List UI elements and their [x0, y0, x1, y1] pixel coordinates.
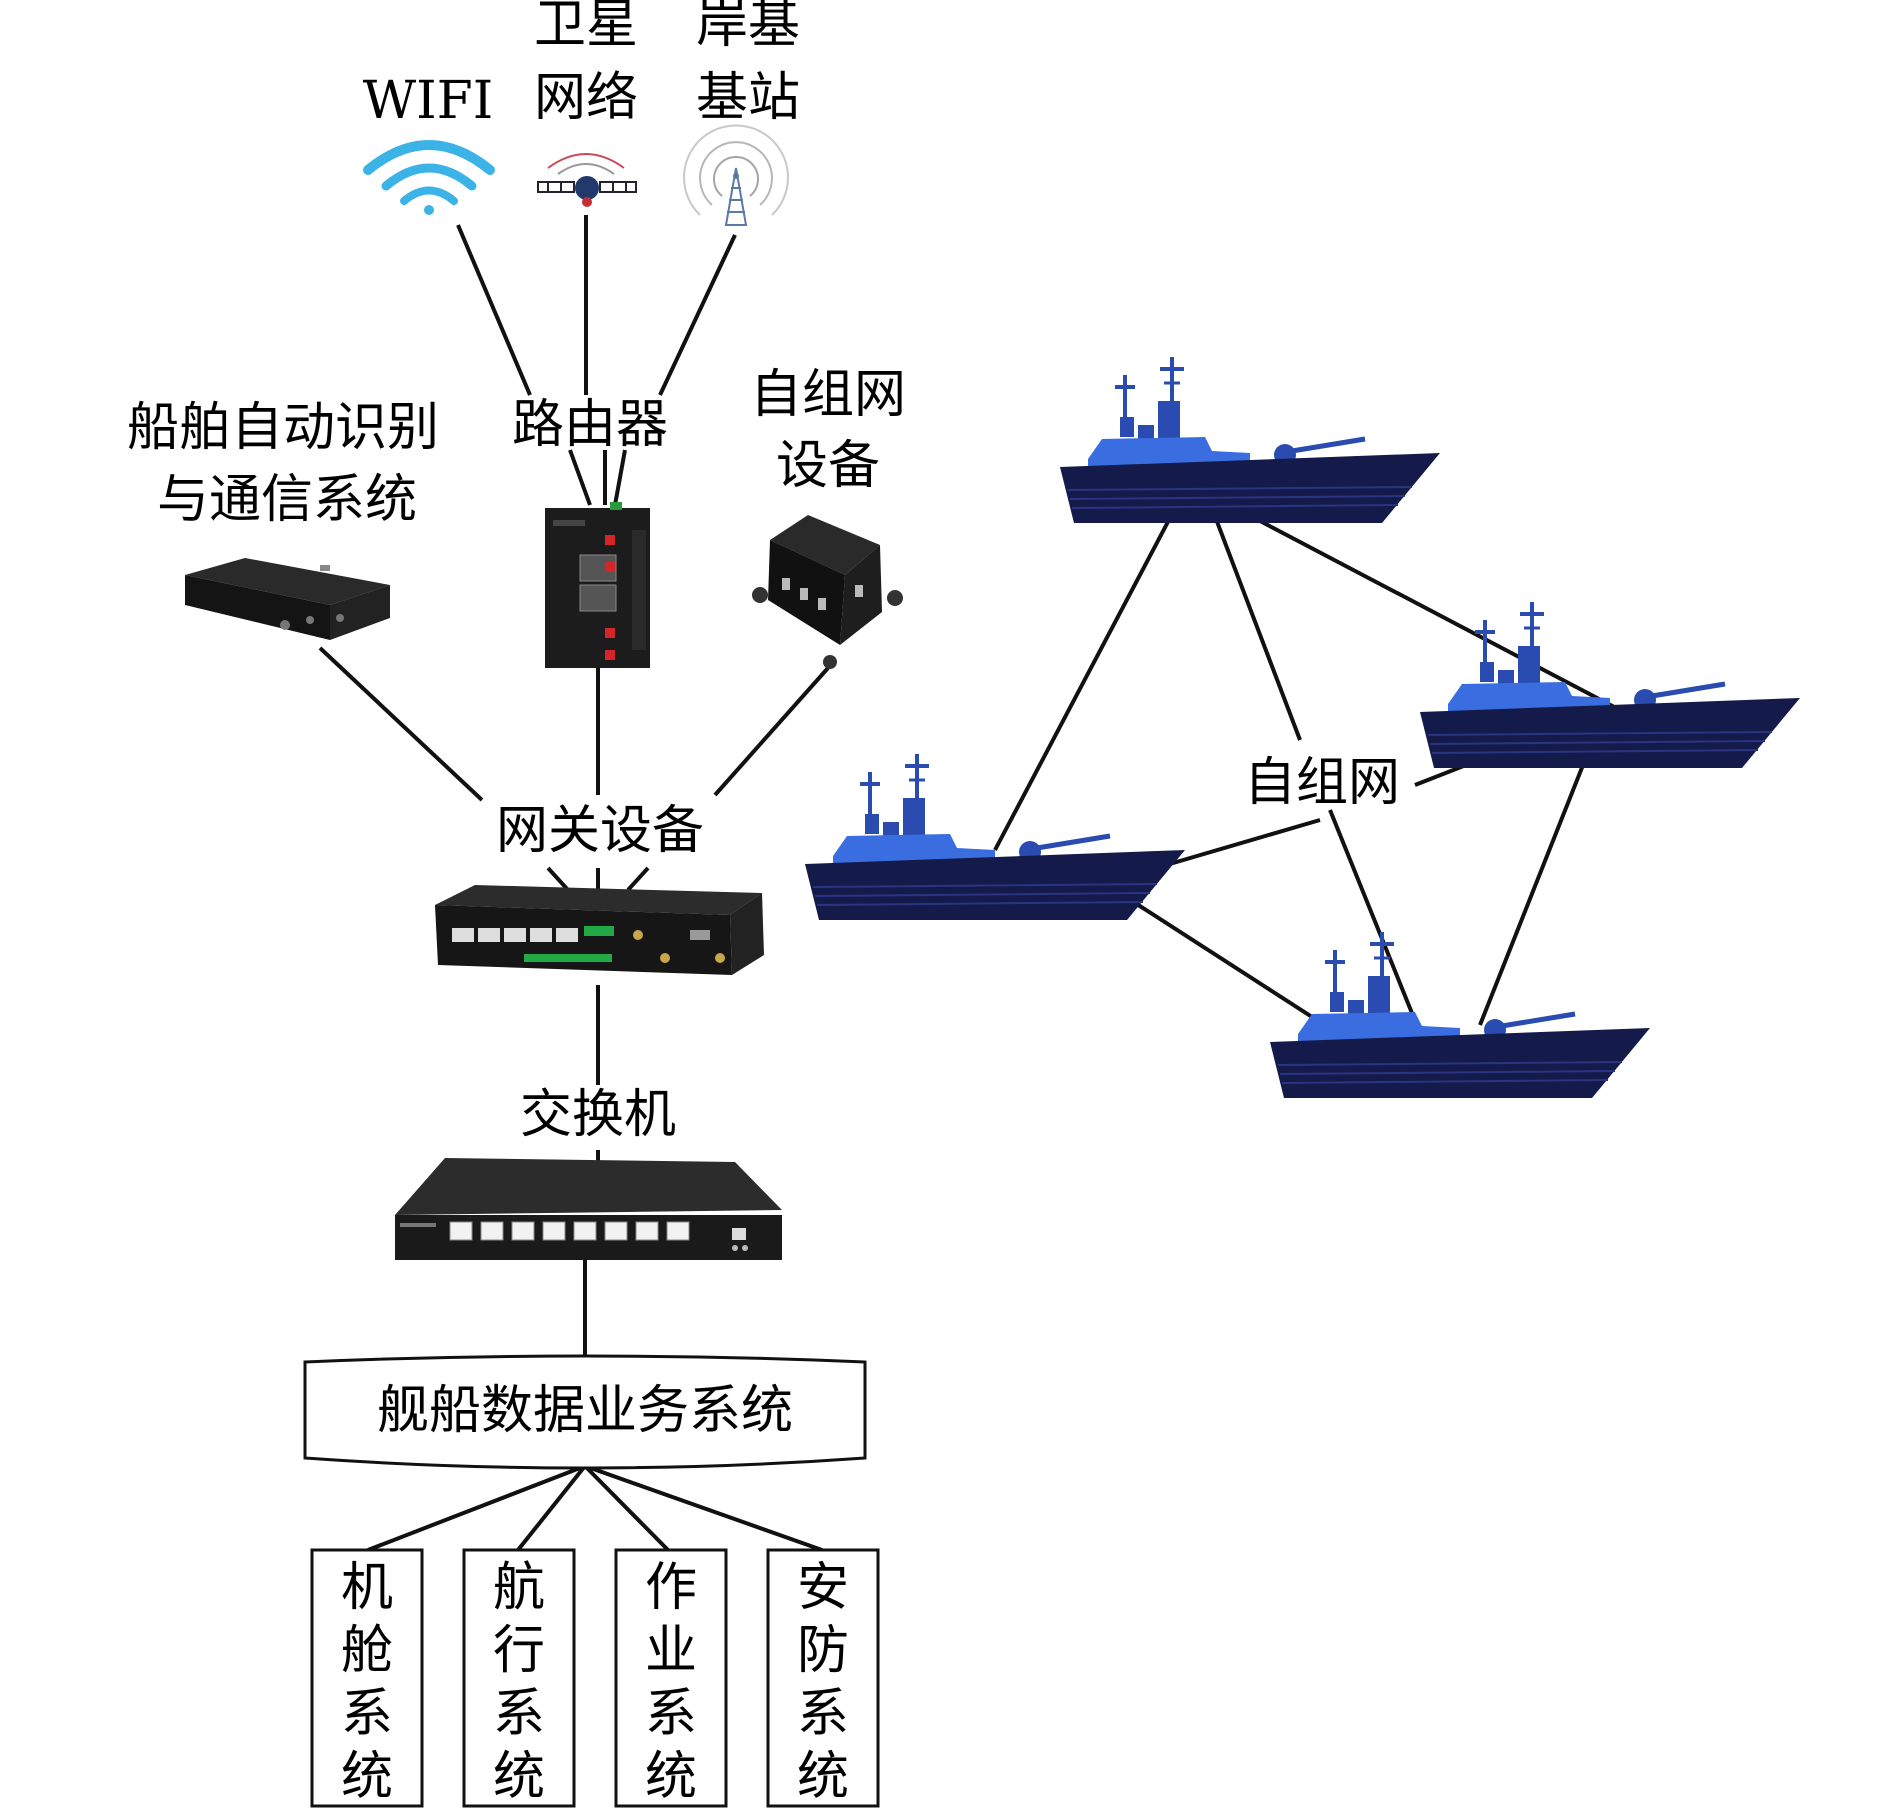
subsystem-box-security [766, 1548, 880, 1808]
svg-text:统: 统 [341, 1747, 393, 1807]
subsystem-boxes [310, 1548, 880, 1808]
link-gateway-label-1 [546, 866, 570, 892]
label-shore-1: 岸基 [696, 0, 800, 55]
svg-text:航: 航 [493, 1558, 545, 1618]
svg-text:业: 业 [645, 1621, 697, 1681]
data-system-box [303, 1354, 867, 1470]
label-satellite-2: 网络 [534, 68, 638, 128]
link-adhoc-gateway [713, 666, 830, 797]
subsystem-label-navigation: 航 行 系 统 [493, 1558, 545, 1807]
svg-text:行: 行 [493, 1621, 545, 1681]
label-router: 路由器 [512, 395, 668, 455]
link-datasystem-sub3 [583, 1464, 670, 1552]
link-router-label-device-3 [613, 449, 627, 506]
subsystem-box-engine [310, 1548, 424, 1808]
label-switch: 交换机 [520, 1085, 676, 1145]
router-device [545, 502, 650, 668]
link-datasystem-sub2 [516, 1464, 587, 1552]
label-adhoc-device-1: 自组网 [750, 365, 906, 425]
warship-icon [1060, 357, 1440, 523]
warship-icon [805, 754, 1185, 920]
label-ais-2: 与通信系统 [157, 470, 417, 530]
ethernet-switch [395, 1158, 782, 1260]
gateway-device [435, 885, 764, 975]
subsystem-box-operation [614, 1548, 728, 1808]
connections [318, 215, 1621, 1552]
ais-device [185, 558, 390, 640]
svg-text:机: 机 [341, 1558, 393, 1618]
svg-text:防: 防 [797, 1621, 849, 1681]
link-tower-router [658, 234, 737, 396]
svg-text:安: 安 [797, 1558, 849, 1618]
adhoc-radio-device [752, 515, 903, 669]
label-shore-2: 基站 [696, 68, 800, 128]
link-datasystem-sub4 [584, 1464, 823, 1552]
wifi-icon [363, 140, 495, 215]
satellite-icon [537, 153, 637, 207]
mesh-ship3-ship4 [1478, 759, 1587, 1026]
svg-text:统: 统 [797, 1747, 849, 1807]
svg-text:统: 统 [493, 1747, 545, 1807]
mesh-ship1-label [1203, 489, 1302, 741]
subsystem-label-security: 安 防 系 统 [797, 1558, 849, 1807]
warship-icon [1270, 932, 1650, 1098]
label-data-system: 舰船数据业务系统 [377, 1381, 793, 1441]
link-datasystem-sub1 [367, 1464, 586, 1552]
label-ais-1: 船舶自动识别 [127, 398, 439, 458]
mesh-label-ship4 [1328, 809, 1420, 1029]
link-wifi-router [456, 224, 532, 396]
mesh-ship1-ship3 [1219, 498, 1621, 712]
mesh-ship1-ship2 [993, 479, 1192, 851]
svg-text:统: 统 [645, 1747, 697, 1807]
subsystem-label-operation: 作 业 系 统 [645, 1558, 697, 1807]
label-adhoc-network: 自组网 [1244, 753, 1400, 813]
svg-text:系: 系 [797, 1684, 849, 1744]
svg-text:作: 作 [645, 1558, 697, 1618]
link-router-label-device [568, 449, 592, 506]
warship-icon [1420, 602, 1800, 768]
label-gateway: 网关设备 [496, 801, 704, 861]
svg-text:系: 系 [493, 1684, 545, 1744]
svg-text:系: 系 [341, 1684, 393, 1744]
link-gateway-label-3 [626, 866, 650, 892]
link-ais-gateway [318, 646, 484, 802]
subsystem-label-engine: 机 舱 系 统 [341, 1558, 393, 1807]
label-satellite-1: 卫星 [534, 0, 638, 55]
signal-tower-icon [683, 124, 789, 226]
svg-text:系: 系 [645, 1684, 697, 1744]
svg-text:舱: 舱 [341, 1621, 393, 1681]
label-adhoc-device-2: 设备 [776, 436, 880, 496]
subsystem-box-navigation [462, 1548, 576, 1808]
label-wifi: WIFI [363, 71, 494, 131]
mesh-ship2-ship4 [1113, 888, 1342, 1037]
